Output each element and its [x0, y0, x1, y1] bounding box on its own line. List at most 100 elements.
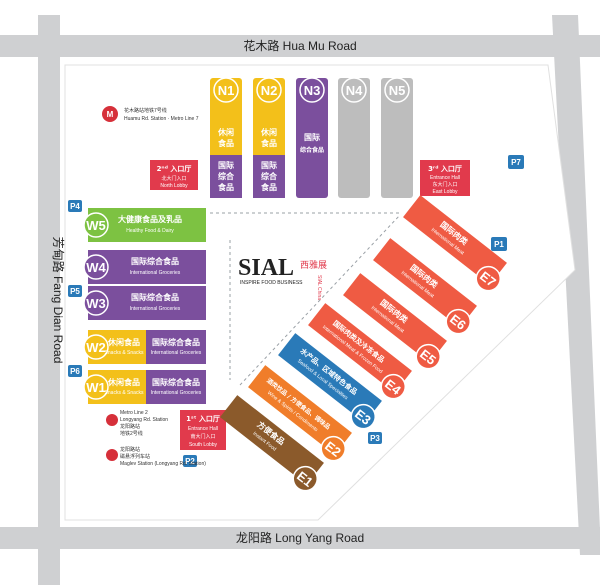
svg-text:综合: 综合 — [218, 171, 235, 181]
parking-p5[interactable] — [68, 285, 82, 297]
hall-code-n5: N5 — [389, 83, 406, 98]
svg-text:东大门入口: 东大门入口 — [432, 181, 457, 188]
svg-text:1ˢᵗ 入口厅: 1ˢᵗ 入口厅 — [186, 415, 220, 423]
svg-text:P4: P4 — [70, 202, 80, 211]
svg-text:2ⁿᵈ 入口厅: 2ⁿᵈ 入口厅 — [157, 165, 192, 173]
svg-text:休闲: 休闲 — [260, 127, 277, 137]
svg-text:South Lobby: South Lobby — [189, 442, 218, 448]
walkways — [210, 212, 401, 386]
metro-bottom: Metro Line 2 Longyang Rd. Station 龙阳路站 地… — [106, 410, 206, 467]
parking-p2[interactable] — [183, 455, 197, 467]
svg-text:P1: P1 — [494, 240, 504, 249]
parking-p4[interactable] — [68, 200, 82, 212]
entrance-south[interactable]: 1ˢᵗ 入口厅 Entrance Hall 南大门入口 South Lobby — [180, 410, 226, 450]
metro-icon — [102, 106, 118, 122]
metro-top: M 花木路站地铁7号线 Huamu Rd. Station · Metro Li… — [102, 106, 199, 122]
east-halls: 国际肉类 International Meat E7 国际肉类 Internat… — [215, 195, 507, 495]
hall-n1[interactable]: N1 休闲 食品 国际 综合 食品 — [210, 77, 242, 198]
svg-text:休闲: 休闲 — [217, 127, 234, 137]
svg-text:休闲食品: 休闲食品 — [107, 377, 140, 387]
south-road — [0, 527, 600, 549]
svg-text:国际综合食品: 国际综合食品 — [131, 256, 179, 266]
svg-text:国际: 国际 — [304, 132, 320, 142]
hall-code-n4: N4 — [346, 83, 363, 98]
svg-text:Maglev Station (Longyang Rd. S: Maglev Station (Longyang Rd. Station) — [120, 461, 206, 467]
svg-text:食品: 食品 — [218, 138, 234, 148]
svg-text:大健康食品及乳品: 大健康食品及乳品 — [118, 214, 182, 224]
hall-n5[interactable]: N5 — [381, 77, 413, 198]
hall-w2[interactable]: W2 休闲食品 Snacks & Snacks 国际综合食品 Internati… — [83, 330, 206, 364]
north-halls: N1 休闲 食品 国际 综合 食品 N2 休闲 食品 国际 综合 食品 N3 国… — [210, 77, 413, 198]
svg-text:Metro Line 2: Metro Line 2 — [120, 410, 148, 416]
parking-p7[interactable] — [508, 155, 524, 169]
svg-text:W4: W4 — [86, 260, 106, 275]
svg-text:SIAL: SIAL — [238, 255, 294, 281]
parking-p3[interactable] — [368, 432, 382, 444]
hall-n2[interactable]: N2 休闲 食品 国际 综合 食品 — [253, 77, 285, 198]
metro-icon — [106, 414, 118, 426]
svg-text:SIAL China: SIAL China — [316, 275, 322, 300]
svg-text:国际综合食品: 国际综合食品 — [152, 337, 200, 347]
roads: 花木路 Hua Mu Road 龙阳路 Long Yang Road 芳甸路 F… — [0, 15, 600, 585]
svg-text:综合食品: 综合食品 — [300, 146, 324, 154]
svg-text:Entrance Hall: Entrance Hall — [430, 175, 460, 181]
hall-w4[interactable]: W4 国际综合食品 International Groceries — [83, 250, 206, 284]
svg-text:International Groceries: International Groceries — [151, 390, 202, 396]
west-road-label: 芳甸路 Fang Dian Road — [51, 237, 66, 364]
maglev-icon — [106, 449, 118, 461]
hall-e1[interactable]: 方便食品 Instant Food E1 — [215, 395, 329, 495]
svg-text:P3: P3 — [370, 434, 380, 443]
svg-text:International Groceries: International Groceries — [130, 306, 181, 312]
svg-text:国际综合食品: 国际综合食品 — [152, 377, 200, 387]
hall-n3[interactable]: N3 国际 综合食品 — [296, 77, 328, 198]
svg-text:磁悬浮列车站: 磁悬浮列车站 — [120, 453, 150, 460]
svg-text:International Groceries: International Groceries — [130, 270, 181, 276]
svg-text:Entrance Hall: Entrance Hall — [188, 426, 218, 432]
svg-text:W2: W2 — [86, 340, 106, 355]
svg-text:W5: W5 — [86, 218, 106, 233]
svg-text:W3: W3 — [86, 296, 106, 311]
svg-text:休闲食品: 休闲食品 — [107, 337, 140, 347]
svg-text:Snacks & Snacks: Snacks & Snacks — [105, 350, 144, 356]
svg-text:P5: P5 — [70, 287, 80, 296]
svg-text:国际综合食品: 国际综合食品 — [131, 292, 179, 302]
entrance-north[interactable]: 2ⁿᵈ 入口厅 北大门入口 North Lobby — [150, 160, 198, 190]
north-road-label: 花木路 Hua Mu Road — [243, 38, 356, 53]
east-road — [552, 15, 600, 555]
west-halls: W5 大健康食品及乳品 Healthy Food & Dairy W4 国际综合… — [83, 208, 206, 404]
svg-text:Longyang Rd. Station: Longyang Rd. Station — [120, 417, 168, 423]
svg-text:食品: 食品 — [261, 182, 277, 192]
svg-text:P7: P7 — [511, 158, 521, 167]
svg-text:食品: 食品 — [261, 138, 277, 148]
hall-n4[interactable]: N4 — [338, 77, 370, 198]
parking-p6[interactable] — [68, 365, 82, 377]
svg-text:国际: 国际 — [261, 160, 277, 170]
hall-code-n1: N1 — [218, 83, 235, 98]
svg-text:W1: W1 — [86, 380, 106, 395]
svg-text:地铁2号线: 地铁2号线 — [120, 430, 143, 437]
hall-w1[interactable]: W1 休闲食品 Snacks & Snacks 国际综合食品 Internati… — [83, 370, 206, 404]
svg-text:INSPIRE FOOD BUSINESS: INSPIRE FOOD BUSINESS — [240, 280, 303, 286]
north-road — [0, 35, 600, 57]
svg-text:International Groceries: International Groceries — [151, 350, 202, 356]
metro-top-cn: 花木路站地铁7号线 — [124, 107, 167, 114]
svg-text:西雅展: 西雅展 — [300, 259, 327, 271]
svg-text:食品: 食品 — [218, 182, 234, 192]
entrance-east[interactable]: 3ʳᵈ 入口厅 Entrance Hall 东大门入口 East Lobby — [420, 160, 470, 196]
hall-e5[interactable]: 国际肉类 International Meat E5 — [338, 273, 452, 373]
west-road — [38, 15, 60, 585]
hall-w5[interactable]: W5 大健康食品及乳品 Healthy Food & Dairy — [83, 208, 206, 242]
svg-text:北大门入口: 北大门入口 — [161, 175, 186, 182]
hall-code-n3: N3 — [304, 83, 321, 98]
svg-text:Healthy Food & Dairy: Healthy Food & Dairy — [126, 228, 174, 234]
svg-text:North Lobby: North Lobby — [160, 183, 188, 189]
metro-top-en: Huamu Rd. Station · Metro Line 7 — [124, 116, 199, 122]
parking-p1[interactable] — [491, 237, 507, 251]
hall-w3[interactable]: W3 国际综合食品 International Groceries — [83, 286, 206, 320]
svg-text:P2: P2 — [185, 457, 195, 466]
svg-text:龙阳路站: 龙阳路站 — [120, 446, 140, 453]
sial-logo: SIAL 西雅展 INSPIRE FOOD BUSINESS SIAL Chin… — [238, 255, 327, 300]
svg-text:龙阳路站: 龙阳路站 — [120, 423, 140, 430]
parking: P4 P5 P6 P7 P1 P3 P2 — [68, 155, 524, 467]
